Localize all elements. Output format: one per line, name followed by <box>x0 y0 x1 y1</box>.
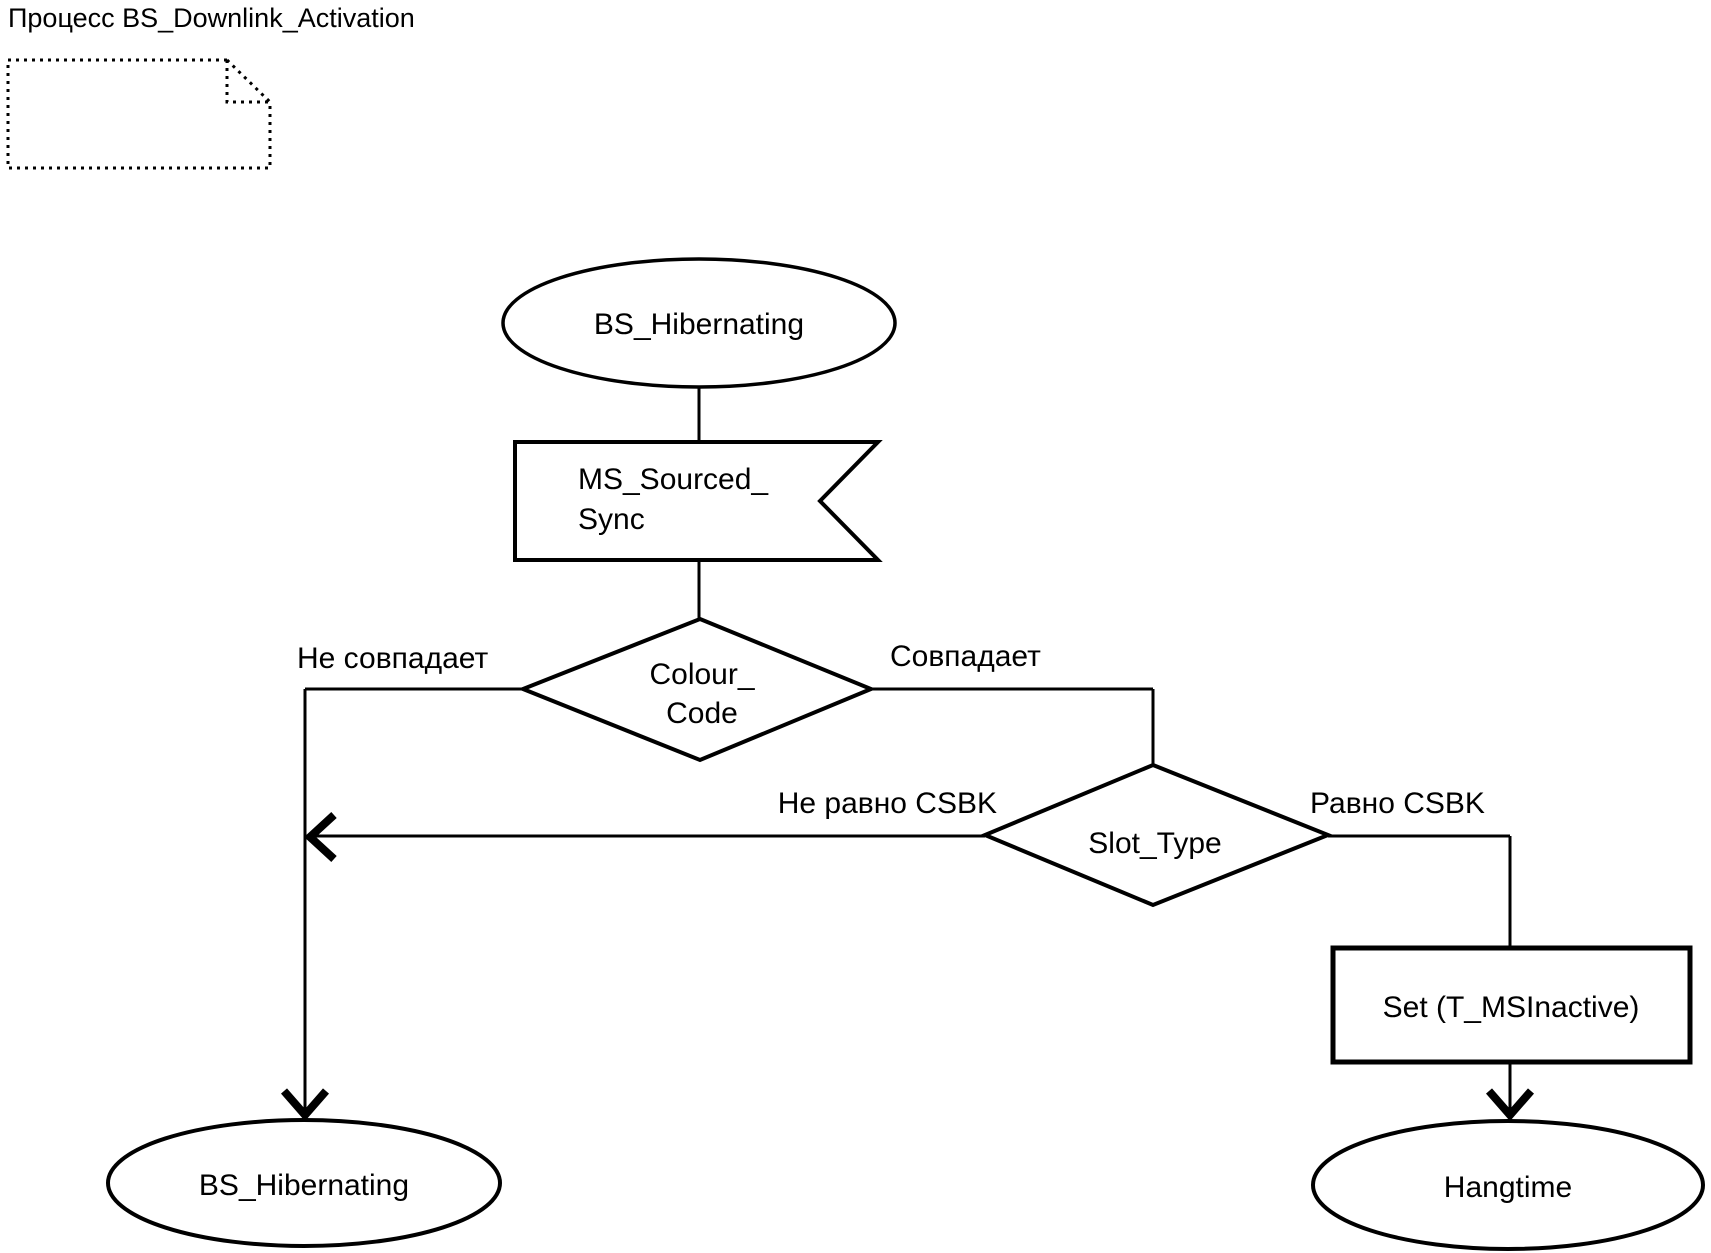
start-state-label: BS_Hibernating <box>594 308 804 341</box>
comment-note-outline <box>6 58 272 170</box>
branch-label-equal-csbk: Равно CSBK <box>1310 787 1485 820</box>
task-set-timer-box <box>1330 945 1693 1065</box>
comment-note-shape <box>6 58 272 170</box>
decision-colour-code-diamond <box>517 616 877 763</box>
input-signal-label-line2: Sync <box>578 503 645 536</box>
decision-slot-type-label: Slot_Type <box>1088 827 1221 860</box>
comment-note-fold-diagonal <box>225 58 272 104</box>
start-state-ellipse <box>501 257 897 389</box>
comment-note-fold-inner <box>225 60 270 104</box>
input-signal-label-line1: MS_Sourced_ <box>578 463 769 496</box>
decision-colour-code-label-line1: Colour_ <box>649 658 755 691</box>
end-state-left-label: BS_Hibernating <box>199 1169 409 1202</box>
end-state-right-label: Hangtime <box>1444 1171 1572 1204</box>
branch-label-not-equal-csbk: Не равно CSBK <box>778 787 997 820</box>
input-signal-shape <box>513 440 883 562</box>
branch-label-match: Совпадает <box>890 640 1041 673</box>
process-title: Процесс BS_Downlink_Activation <box>8 3 415 33</box>
nodes <box>106 257 1705 1251</box>
branch-label-no-match: Не совпадает <box>297 642 488 675</box>
end-state-left-ellipse <box>106 1118 502 1248</box>
arrowhead-down-right-icon <box>1485 1088 1535 1122</box>
end-state-right-ellipse <box>1311 1119 1705 1251</box>
connectors <box>303 387 1512 1112</box>
decision-colour-code-label-line2: Code <box>666 697 738 730</box>
arrowheads <box>280 812 1535 1122</box>
arrowhead-left-junction-icon <box>304 812 337 862</box>
decision-slot-type-diamond <box>979 762 1334 908</box>
task-set-timer-label: Set (T_MSInactive) <box>1383 991 1640 1024</box>
arrowhead-down-left-icon <box>280 1088 330 1122</box>
